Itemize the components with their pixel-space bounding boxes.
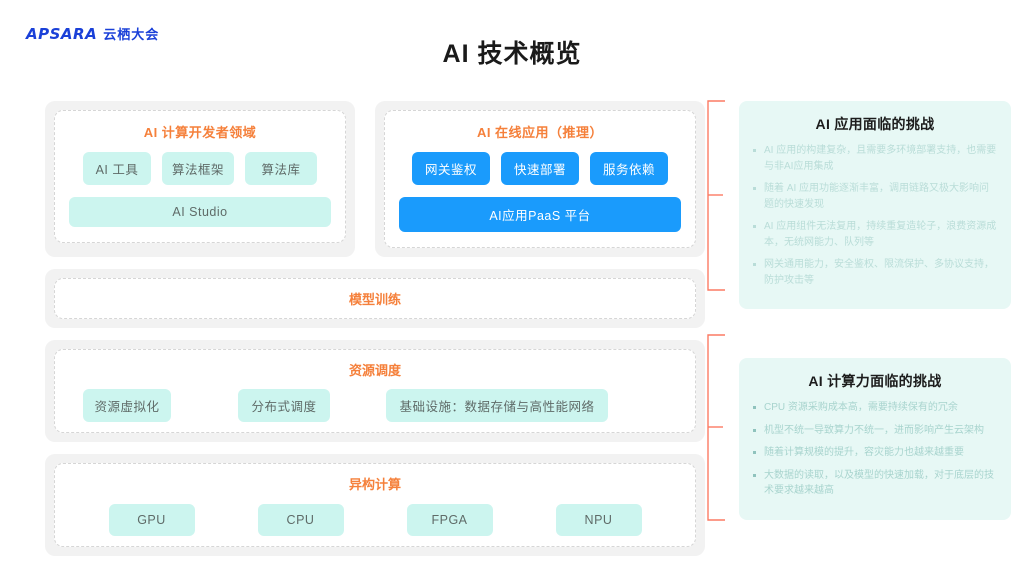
list-item-text: 随着 AI 应用功能逐渐丰富，调用链路又极大影响问题的快速发现 — [764, 183, 990, 210]
list-item: 大数据的读取，以及模型的快速加载，对于底层的技术要求越来越高 — [753, 468, 997, 499]
list-item-text: AI 应用的构建复杂，且需要多环境部署支持，也需要与非AI应用集成 — [764, 145, 997, 172]
list-item: 随着 AI 应用功能逐渐丰富，调用链路又极大影响问题的快速发现 — [753, 181, 997, 212]
brand-logo-cn: 云栖大会 — [103, 27, 160, 42]
bracket-connector-top — [707, 100, 725, 291]
list-item: AI 应用组件无法复用，持续重复造轮子，浪费资源成本，无统网能力、队列等 — [753, 219, 997, 250]
chip-ai-paas-platform[interactable]: AI应用PaaS 平台 — [399, 197, 681, 232]
bracket-connector-bottom — [707, 334, 725, 521]
group-heterogeneous-computing[interactable]: 异构计算 GPU CPU FPGA NPU — [45, 454, 705, 556]
group-dev-domain-chips: AI 工具 算法框架 算法库 — [69, 152, 331, 185]
bullet-icon — [753, 473, 756, 477]
chip-fast-deploy[interactable]: 快速部署 — [501, 152, 579, 185]
list-item: 随着计算规模的提升，容灾能力也越来越重要 — [753, 445, 997, 461]
top-group-row: AI 计算开发者领域 AI 工具 算法框架 算法库 AI Studio AI 在… — [45, 101, 705, 257]
bullet-icon — [753, 451, 756, 454]
chip-fpga[interactable]: FPGA — [406, 504, 493, 536]
brand-logo: APSARA 云栖大会 — [26, 24, 159, 43]
group-online-app-inner: AI 在线应用（推理） 网关鉴权 快速部署 服务依赖 AI应用PaaS 平台 — [384, 110, 696, 248]
group-online-app[interactable]: AI 在线应用（推理） 网关鉴权 快速部署 服务依赖 AI应用PaaS 平台 — [375, 101, 705, 257]
panel-compute-challenges-list: CPU 资源采购成本高，需要持续保有的冗余 机型不统一导致算力不统一，进而影响产… — [753, 400, 997, 499]
list-item: 网关通用能力，安全鉴权、限流保护、多协议支持，防护攻击等 — [753, 257, 997, 288]
architecture-diagram: AI 计算开发者领域 AI 工具 算法框架 算法库 AI Studio AI 在… — [45, 101, 705, 556]
list-item-text: AI 应用组件无法复用，持续重复造轮子，浪费资源成本，无统网能力、队列等 — [764, 221, 997, 248]
band-model-training-title: 模型训练 — [348, 292, 401, 307]
group-dev-domain-inner: AI 计算开发者领域 AI 工具 算法框架 算法库 AI Studio — [54, 110, 346, 243]
list-item-text: 机型不统一导致算力不统一，进而影响产生云架构 — [764, 424, 984, 436]
list-item-text: 网关通用能力，安全鉴权、限流保护、多协议支持，防护攻击等 — [764, 259, 994, 286]
chip-algo-library[interactable]: 算法库 — [245, 152, 317, 185]
chip-cpu[interactable]: CPU — [257, 504, 344, 536]
bullet-icon — [753, 428, 756, 432]
chip-gpu[interactable]: GPU — [108, 504, 195, 536]
group-dev-domain-title: AI 计算开发者领域 — [143, 125, 257, 140]
chip-infrastructure-storage-network[interactable]: 基础设施：数据存储与高性能网络 — [386, 389, 608, 422]
bullet-icon — [753, 225, 756, 228]
list-item-text: 大数据的读取，以及模型的快速加载，对于底层的技术要求越来越高 — [764, 469, 994, 497]
list-item: AI 应用的构建复杂，且需要多环境部署支持，也需要与非AI应用集成 — [753, 143, 997, 174]
chip-distributed-scheduling[interactable]: 分布式调度 — [238, 389, 330, 422]
group-resource-scheduling-title: 资源调度 — [348, 363, 401, 378]
list-item: CPU 资源采购成本高，需要持续保有的冗余 — [753, 400, 997, 416]
group-heterogeneous-computing-chips: GPU CPU FPGA NPU — [69, 504, 681, 536]
panel-app-challenges: AI 应用面临的挑战 AI 应用的构建复杂，且需要多环境部署支持，也需要与非AI… — [739, 101, 1011, 309]
chip-ai-studio[interactable]: AI Studio — [69, 197, 331, 227]
bullet-icon — [753, 187, 756, 190]
group-dev-domain[interactable]: AI 计算开发者领域 AI 工具 算法框架 算法库 AI Studio — [45, 101, 355, 257]
group-online-app-chips: 网关鉴权 快速部署 服务依赖 — [399, 152, 681, 185]
group-heterogeneous-computing-inner: 异构计算 GPU CPU FPGA NPU — [54, 463, 696, 547]
panel-app-challenges-title: AI 应用面临的挑战 — [815, 116, 935, 132]
group-resource-scheduling-inner: 资源调度 资源虚拟化 分布式调度 基础设施：数据存储与高性能网络 — [54, 349, 696, 433]
band-model-training[interactable]: 模型训练 — [45, 269, 705, 328]
list-item-text: 随着计算规模的提升，容灾能力也越来越重要 — [764, 447, 964, 458]
chip-algo-framework[interactable]: 算法框架 — [162, 152, 234, 185]
chip-resource-virtualization[interactable]: 资源虚拟化 — [83, 389, 171, 422]
panel-app-challenges-list: AI 应用的构建复杂，且需要多环境部署支持，也需要与非AI应用集成 随着 AI … — [753, 143, 997, 288]
bullet-icon — [753, 406, 756, 409]
chip-gateway-auth[interactable]: 网关鉴权 — [412, 152, 490, 185]
chip-ai-tools[interactable]: AI 工具 — [83, 152, 151, 185]
list-item-text: CPU 资源采购成本高，需要持续保有的冗余 — [764, 402, 958, 413]
group-resource-scheduling[interactable]: 资源调度 资源虚拟化 分布式调度 基础设施：数据存储与高性能网络 — [45, 340, 705, 442]
panel-compute-challenges-title: AI 计算力面临的挑战 — [808, 373, 942, 389]
band-model-training-inner: 模型训练 — [54, 278, 696, 319]
group-online-app-title: AI 在线应用（推理） — [476, 125, 604, 140]
panel-compute-challenges: AI 计算力面临的挑战 CPU 资源采购成本高，需要持续保有的冗余 机型不统一导… — [739, 358, 1011, 520]
list-item: 机型不统一导致算力不统一，进而影响产生云架构 — [753, 423, 997, 439]
group-resource-scheduling-chips: 资源虚拟化 分布式调度 基础设施：数据存储与高性能网络 — [69, 389, 681, 422]
group-heterogeneous-computing-title: 异构计算 — [348, 477, 401, 492]
bullet-icon — [753, 149, 756, 152]
bullet-icon — [753, 263, 756, 266]
chip-npu[interactable]: NPU — [555, 504, 642, 536]
page-title: AI 技术概览 — [442, 40, 582, 68]
brand-logo-mark: APSARA — [26, 24, 98, 43]
chip-service-dependency[interactable]: 服务依赖 — [590, 152, 668, 185]
